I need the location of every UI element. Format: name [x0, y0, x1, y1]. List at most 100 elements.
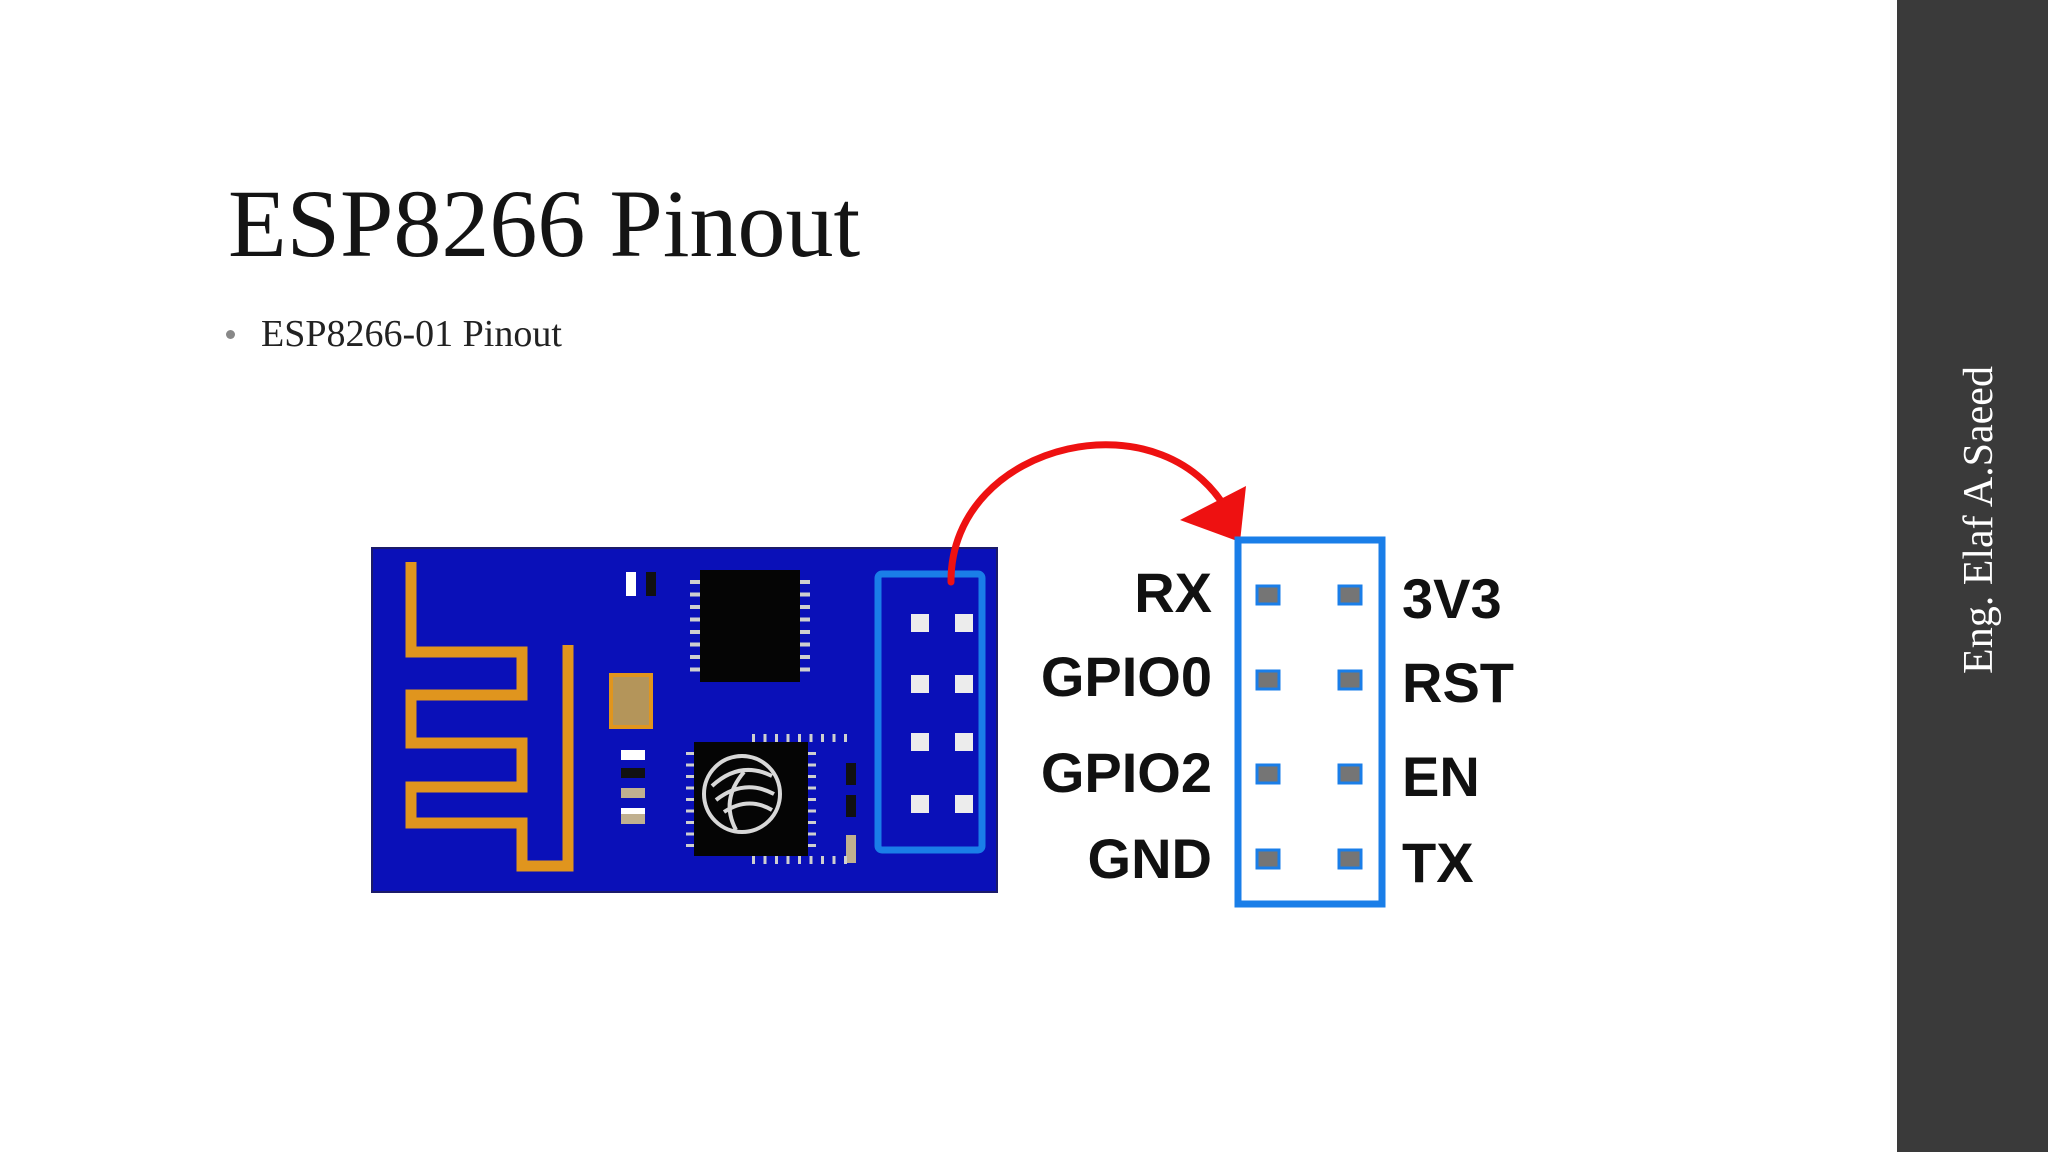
- bullet-item: ESP8266-01 Pinout: [226, 312, 562, 356]
- soc-lead: [775, 856, 778, 864]
- soc-lead: [752, 856, 755, 864]
- pinout-pin: [1337, 848, 1363, 870]
- flash-lead: [800, 592, 810, 597]
- soc-lead: [821, 856, 824, 864]
- sidebar-panel: [1897, 0, 2048, 1152]
- flash-lead: [690, 642, 700, 647]
- soc-lead: [844, 734, 847, 742]
- pinout-pin: [1337, 669, 1363, 691]
- smd-component: [846, 835, 856, 863]
- soc-lead: [832, 856, 836, 864]
- soc-lead: [775, 734, 778, 742]
- soc-lead: [686, 821, 694, 824]
- soc-lead: [808, 763, 816, 767]
- pin-label-rst: RST: [1402, 651, 1514, 714]
- soc-lead: [752, 734, 755, 742]
- bullet-icon: [226, 329, 235, 339]
- soc-lead: [808, 832, 816, 836]
- soc-lead: [686, 786, 694, 790]
- module-pins: [911, 614, 973, 813]
- flash-lead: [690, 605, 700, 609]
- soc-lead: [798, 734, 801, 742]
- pin-label-tx: TX: [1402, 831, 1474, 894]
- pin-label-gnd: GND: [1088, 827, 1212, 890]
- pin-label-en: EN: [1402, 745, 1480, 808]
- module-pin: [955, 733, 973, 751]
- arrow-head-icon: [1180, 486, 1246, 542]
- pinout-pin: [1337, 763, 1363, 785]
- soc-lead: [808, 821, 816, 824]
- module-pin: [911, 675, 929, 693]
- module-pin: [955, 675, 973, 693]
- pin-label-rx: RX: [1134, 561, 1212, 624]
- soc-lead: [808, 809, 816, 813]
- soc-lead: [808, 752, 816, 755]
- flash-chip: [700, 570, 800, 682]
- soc-lead: [821, 734, 824, 742]
- smd-component: [846, 763, 856, 785]
- flash-chip-pins: [690, 580, 810, 672]
- module-pin: [911, 733, 929, 751]
- module-pin-header: [874, 570, 986, 854]
- soc-chip-pins: [686, 734, 847, 864]
- flash-lead: [800, 630, 810, 634]
- soc-lead: [844, 856, 847, 864]
- soc-lead: [808, 798, 816, 801]
- esp8266-module: [371, 547, 998, 893]
- smd-component: [621, 768, 645, 778]
- module-pin: [911, 795, 929, 813]
- smd-component: [626, 572, 636, 596]
- soc-lead: [763, 856, 767, 864]
- smd-component: [621, 814, 645, 824]
- soc-lead: [808, 775, 816, 778]
- smd-component: [621, 788, 645, 798]
- pinout-pin: [1255, 848, 1281, 870]
- flash-lead: [690, 630, 700, 634]
- pin-label-gpio0: GPIO0: [1041, 645, 1212, 708]
- soc-lead: [686, 844, 694, 847]
- flash-lead: [690, 617, 700, 622]
- module-pin: [911, 614, 929, 632]
- smd-component: [621, 808, 645, 818]
- flash-lead: [800, 642, 810, 647]
- flash-lead: [690, 580, 700, 584]
- flash-lead: [800, 655, 810, 659]
- soc-lead: [786, 734, 790, 742]
- soc-lead: [809, 734, 813, 742]
- pinout-pin: [1255, 584, 1281, 606]
- slide-title: ESP8266 Pinout: [228, 170, 861, 277]
- soc-lead: [686, 809, 694, 813]
- arrow-line: [947, 441, 1236, 586]
- soc-lead: [808, 786, 816, 790]
- soc-lead: [809, 856, 813, 864]
- pcb-antenna: [405, 562, 574, 872]
- smd-component: [846, 795, 856, 817]
- module-pin: [955, 614, 973, 632]
- soc-lead: [686, 763, 694, 767]
- pinout-pin: [1337, 584, 1363, 606]
- flash-lead: [800, 617, 810, 622]
- soc-lead: [786, 856, 790, 864]
- pin-label-3v3: 3V3: [1402, 567, 1502, 630]
- flash-lead: [800, 605, 810, 609]
- soc-lead: [763, 734, 767, 742]
- soc-lead: [686, 775, 694, 778]
- pcb-board: [371, 547, 998, 893]
- soc-lead: [832, 734, 836, 742]
- pinout-pin: [1255, 669, 1281, 691]
- crystal: [609, 673, 653, 729]
- soc-lead: [686, 752, 694, 755]
- sidebar-author: Eng. Elaf A.Saeed: [1956, 366, 2002, 674]
- soc-lead: [686, 798, 694, 801]
- soc-lead: [808, 844, 816, 847]
- smd-component: [621, 750, 645, 760]
- espressif-logo-icon: [702, 754, 782, 834]
- flash-lead: [690, 592, 700, 597]
- flash-lead: [690, 655, 700, 659]
- pin-label-gpio2: GPIO2: [1041, 741, 1212, 804]
- pinout-pin: [1255, 763, 1281, 785]
- pinout-header-outline: [1234, 536, 1386, 908]
- flash-lead: [800, 667, 810, 672]
- soc-lead: [686, 832, 694, 836]
